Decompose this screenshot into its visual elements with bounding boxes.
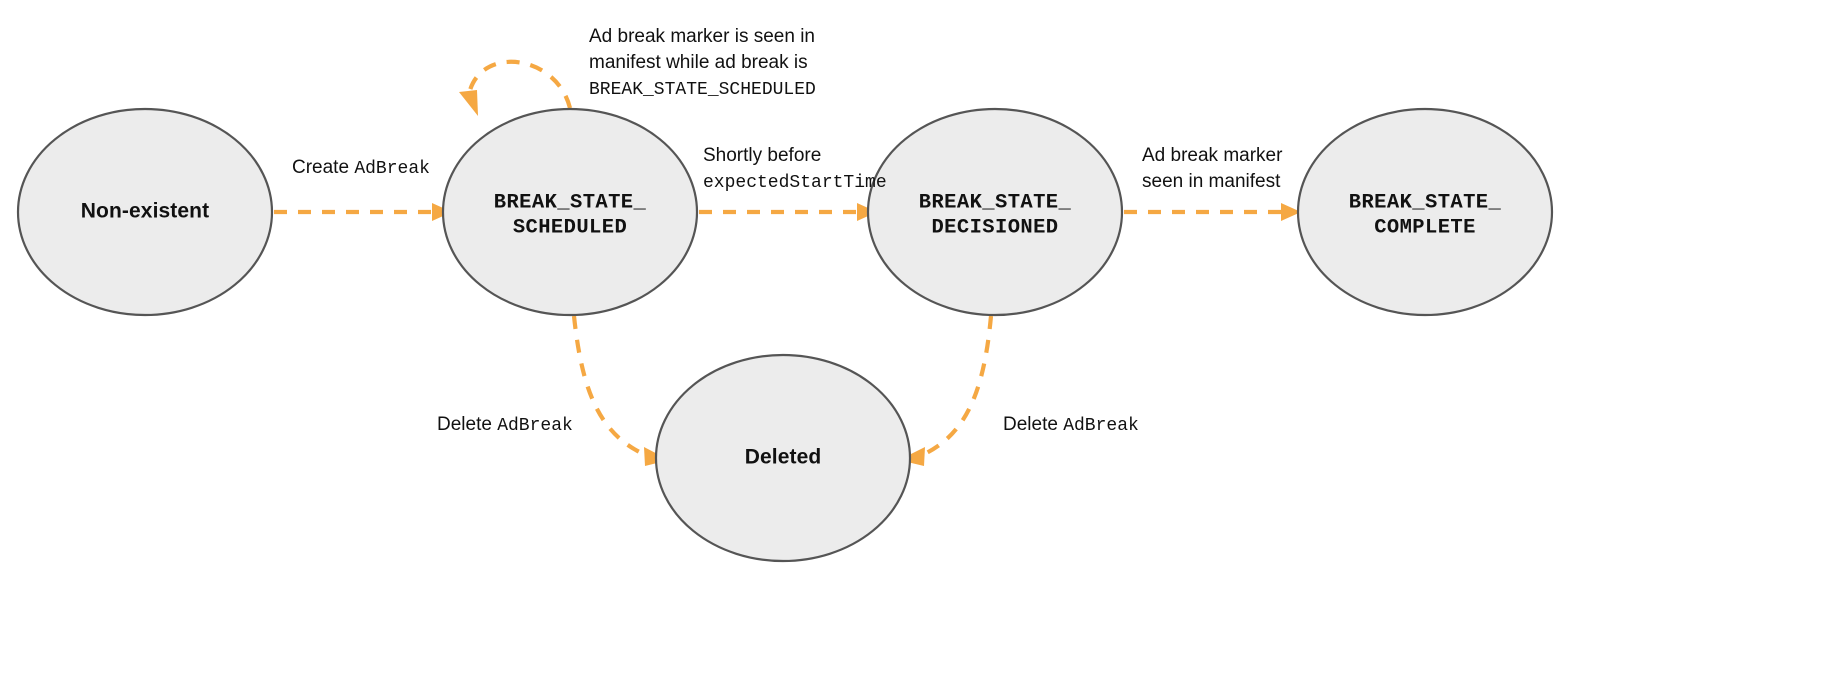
edge-ad-break-marker-seen xyxy=(1124,203,1301,221)
edge-create-adbreak xyxy=(274,203,452,221)
node-deleted[interactable]: Deleted xyxy=(654,353,912,563)
edge-label-delete-adbreak-scheduled-seg-0: Delete xyxy=(437,414,497,435)
edge-label-delete-adbreak-scheduled: Delete AdBreak xyxy=(437,414,573,436)
edge-label-self-loop-line3: BREAK_STATE_SCHEDULED xyxy=(589,80,816,100)
edge-label-self-loop-line1: Ad break marker is seen in xyxy=(589,26,815,47)
edge-label-self-loop: Ad break marker is seen in manifest whil… xyxy=(589,26,820,100)
node-break-state-complete[interactable]: BREAK_STATE_ COMPLETE xyxy=(1296,107,1554,317)
edge-label-delete-adbreak-scheduled-seg-1: AdBreak xyxy=(497,416,573,436)
edge-delete-adbreak-from-scheduled xyxy=(571,315,669,466)
node-deleted-label: Deleted xyxy=(745,446,822,469)
node-non-existent[interactable]: Non-existent xyxy=(16,107,274,317)
edge-delete-adbreak-from-decisioned xyxy=(899,315,994,466)
node-break-state-scheduled-shape xyxy=(441,107,699,317)
node-deleted-shape xyxy=(654,353,912,563)
edge-label-shortly-before-line1: Shortly before xyxy=(703,145,821,166)
edge-label-create-adbreak: Create AdBreak xyxy=(292,157,430,179)
edge-label-delete-adbreak-decisioned-seg-0: Delete xyxy=(1003,414,1063,435)
node-non-existent-shape xyxy=(16,107,274,317)
edge-label-create-adbreak-seg-1: AdBreak xyxy=(354,159,430,179)
node-break-state-complete-shape xyxy=(1296,107,1554,317)
edge-label-self-loop-line2: manifest while ad break is xyxy=(589,52,808,73)
edge-label-delete-adbreak-decisioned: Delete AdBreak xyxy=(1003,414,1139,436)
node-break-state-decisioned-label-line2: DECISIONED xyxy=(931,216,1058,239)
node-break-state-complete-label-line2: COMPLETE xyxy=(1374,216,1476,239)
node-break-state-complete-label-line1: BREAK_STATE_ xyxy=(1349,191,1502,214)
node-break-state-decisioned[interactable]: BREAK_STATE_ DECISIONED xyxy=(866,107,1124,317)
edge-label-delete-adbreak-decisioned-seg-1: AdBreak xyxy=(1063,416,1139,436)
edge-label-shortly-before: Shortly before expectedStartTime xyxy=(703,145,887,193)
edge-self-loop-ad-break-marker xyxy=(459,59,573,116)
edge-label-ad-break-marker-seen-line2: seen in manifest xyxy=(1142,171,1281,192)
node-break-state-scheduled-label-line1: BREAK_STATE_ xyxy=(494,191,647,214)
edge-label-ad-break-marker-seen-line1: Ad break marker xyxy=(1142,145,1283,166)
edge-shortly-before xyxy=(699,203,877,221)
edge-label-ad-break-marker-seen: Ad break marker seen in manifest xyxy=(1142,145,1288,192)
node-break-state-decisioned-label-line1: BREAK_STATE_ xyxy=(919,191,1072,214)
edge-label-create-adbreak-seg-0: Create xyxy=(292,157,354,178)
node-non-existent-label: Non-existent xyxy=(81,200,209,223)
edge-label-shortly-before-line2: expectedStartTime xyxy=(703,173,887,193)
node-break-state-scheduled-label-line2: SCHEDULED xyxy=(513,216,627,239)
node-break-state-decisioned-shape xyxy=(866,107,1124,317)
node-break-state-scheduled[interactable]: BREAK_STATE_ SCHEDULED xyxy=(441,107,699,317)
